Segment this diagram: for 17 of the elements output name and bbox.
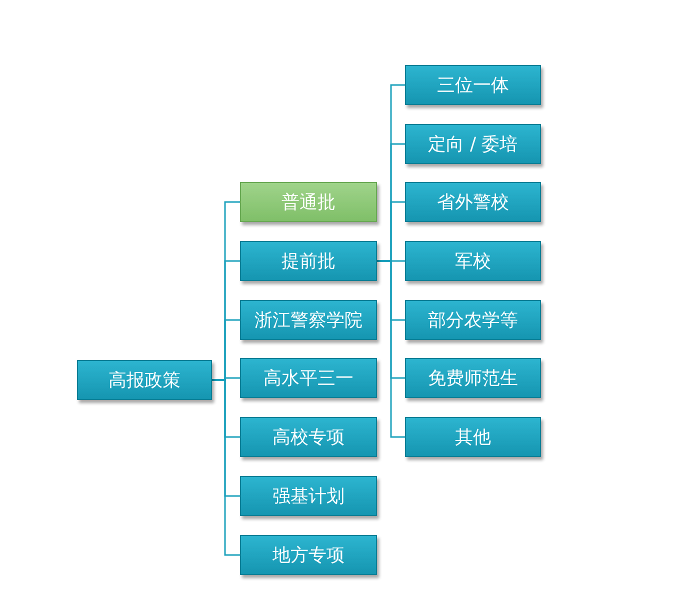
category-box: 强基计划	[240, 476, 377, 516]
category-box: 高校专项	[240, 417, 377, 457]
category-box: 高报政策	[77, 360, 212, 400]
category-box: 军校	[405, 241, 541, 281]
category-box: 部分农学等	[405, 300, 541, 340]
category-box: 其他	[405, 417, 541, 457]
category-box: 浙江警察学院	[240, 300, 377, 340]
category-box: 定向 / 委培	[405, 124, 541, 164]
connector-line	[212, 379, 240, 556]
connector-line	[377, 260, 405, 438]
category-box: 高水平三一	[240, 358, 377, 398]
category-box: 省外警校	[405, 182, 541, 222]
category-box: 三位一体	[405, 65, 541, 105]
category-box: 提前批	[240, 241, 377, 281]
category-box: 地方专项	[240, 535, 377, 575]
category-box: 普通批	[240, 182, 377, 222]
category-box: 免费师范生	[405, 358, 541, 398]
